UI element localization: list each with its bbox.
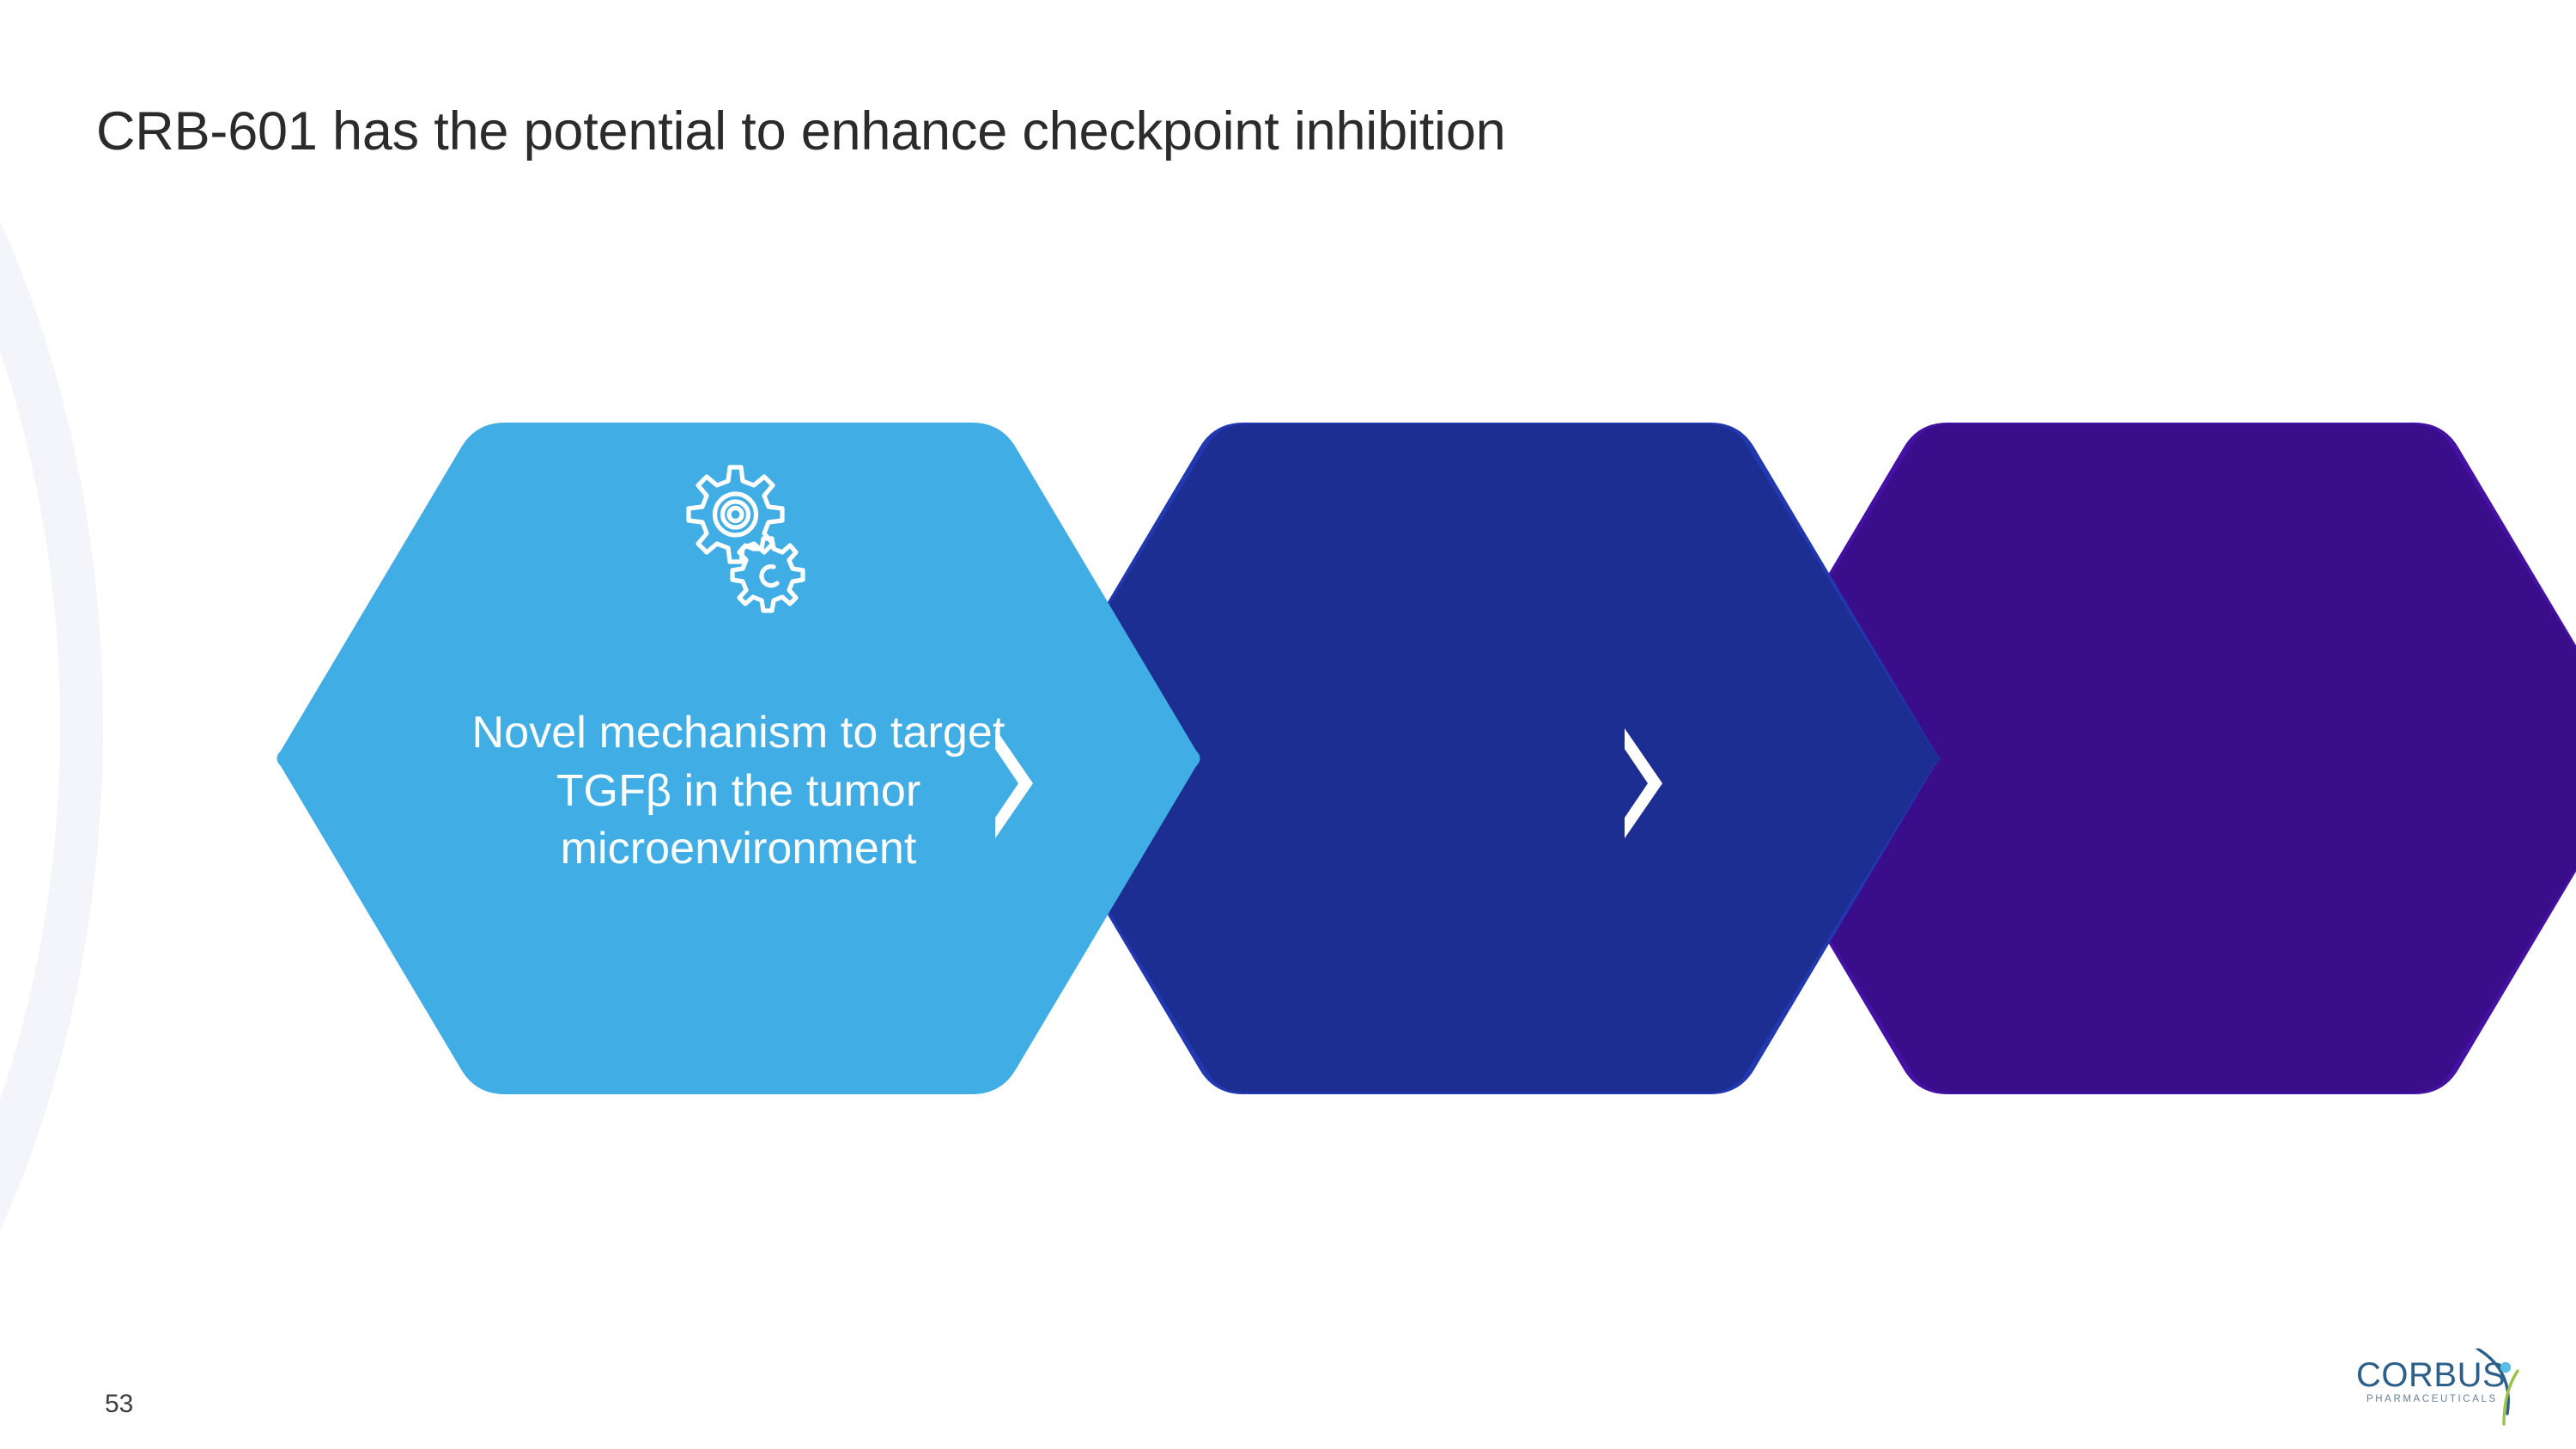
logo-wordmark: CORBUS: [2356, 1356, 2506, 1394]
page-title: CRB-601 has the potential to enhance che…: [96, 101, 1506, 161]
hexagon-novel-mechanism[interactable]: Novel mechanism to target TGFβ in the tu…: [275, 419, 1202, 1098]
chevron-right-icon-1: [983, 723, 1043, 843]
hexagon-shape-1: [276, 423, 1200, 1094]
hexagon-overlap-shadow-3: [1717, 419, 2576, 1098]
logo-tagline: PHARMACEUTICALS: [2366, 1394, 2498, 1404]
hexagon-overlap-shadow-2: [1013, 419, 1941, 1098]
chevron-right-icon-2: [1613, 723, 1673, 843]
corbus-logo: CORBUS PHARMACEUTICALS: [2356, 1349, 2528, 1428]
page-number: 53: [105, 1390, 134, 1418]
hexagon-process-row: Novel mechanism to target TGFβ in the tu…: [0, 419, 2576, 1098]
